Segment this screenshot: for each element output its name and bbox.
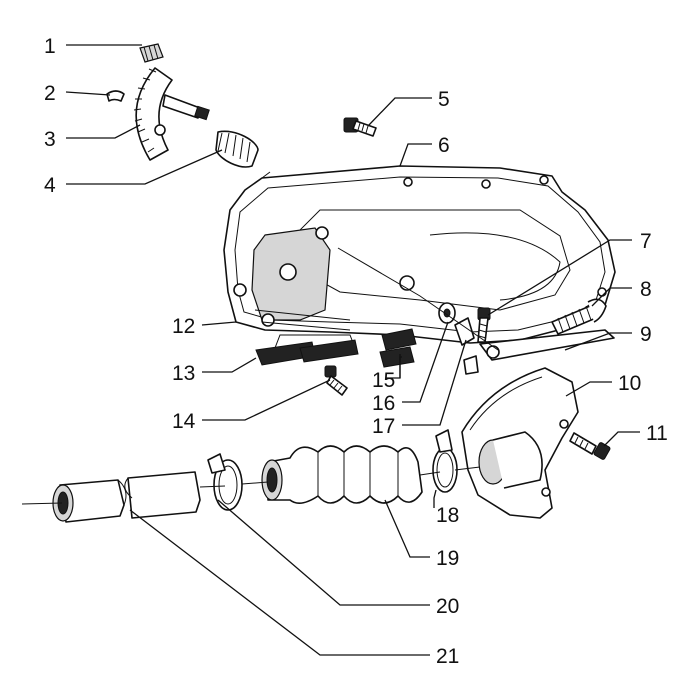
part-11-screw [569,432,611,460]
part-4-spring [215,130,259,168]
part-2-clip [106,90,125,102]
part-6-transmission-cover [223,165,616,349]
callout-15: 15 [372,369,395,392]
callout-7: 7 [640,230,652,253]
callout-4: 4 [44,174,56,197]
part-5-screw [343,117,377,137]
part-7-bolt [477,307,491,343]
callout-2: 2 [44,82,56,105]
callout-17: 17 [372,415,395,438]
callout-14: 14 [172,410,196,433]
callout-20: 20 [436,595,459,618]
callout-1: 1 [44,35,56,58]
part-9-bracket [463,329,615,375]
part-19-bellows [261,445,423,504]
callout-6: 6 [438,134,450,157]
leader-lines [65,44,640,656]
callout-9: 9 [640,323,652,346]
callout-19: 19 [436,547,459,570]
part-10-intake-cover [461,367,579,519]
callout-18: 18 [436,504,459,527]
callout-11: 11 [646,422,668,445]
callout-labels: 1 2 3 4 5 6 7 8 9 10 11 12 13 14 15 16 1… [44,35,668,668]
part-20-hose-clamp [207,453,243,511]
callout-5: 5 [438,88,450,111]
callout-8: 8 [640,278,652,301]
part-16-washer [438,302,456,324]
part-13-gasket [255,339,359,366]
part-17-bush [454,317,475,346]
part-18-hose-clamp [432,429,458,493]
part-21-tube [52,471,201,523]
callout-16: 16 [372,392,395,415]
assembly-axis-lines [21,171,499,505]
callout-12: 12 [172,315,195,338]
callout-21: 21 [436,645,459,668]
callout-10: 10 [618,372,641,395]
part-3-gear-sector [133,67,210,161]
callout-3: 3 [44,128,56,151]
part-15-rubber-blocks [379,328,417,368]
callout-13: 13 [172,362,195,385]
part-1-knurled-cap [139,43,164,63]
